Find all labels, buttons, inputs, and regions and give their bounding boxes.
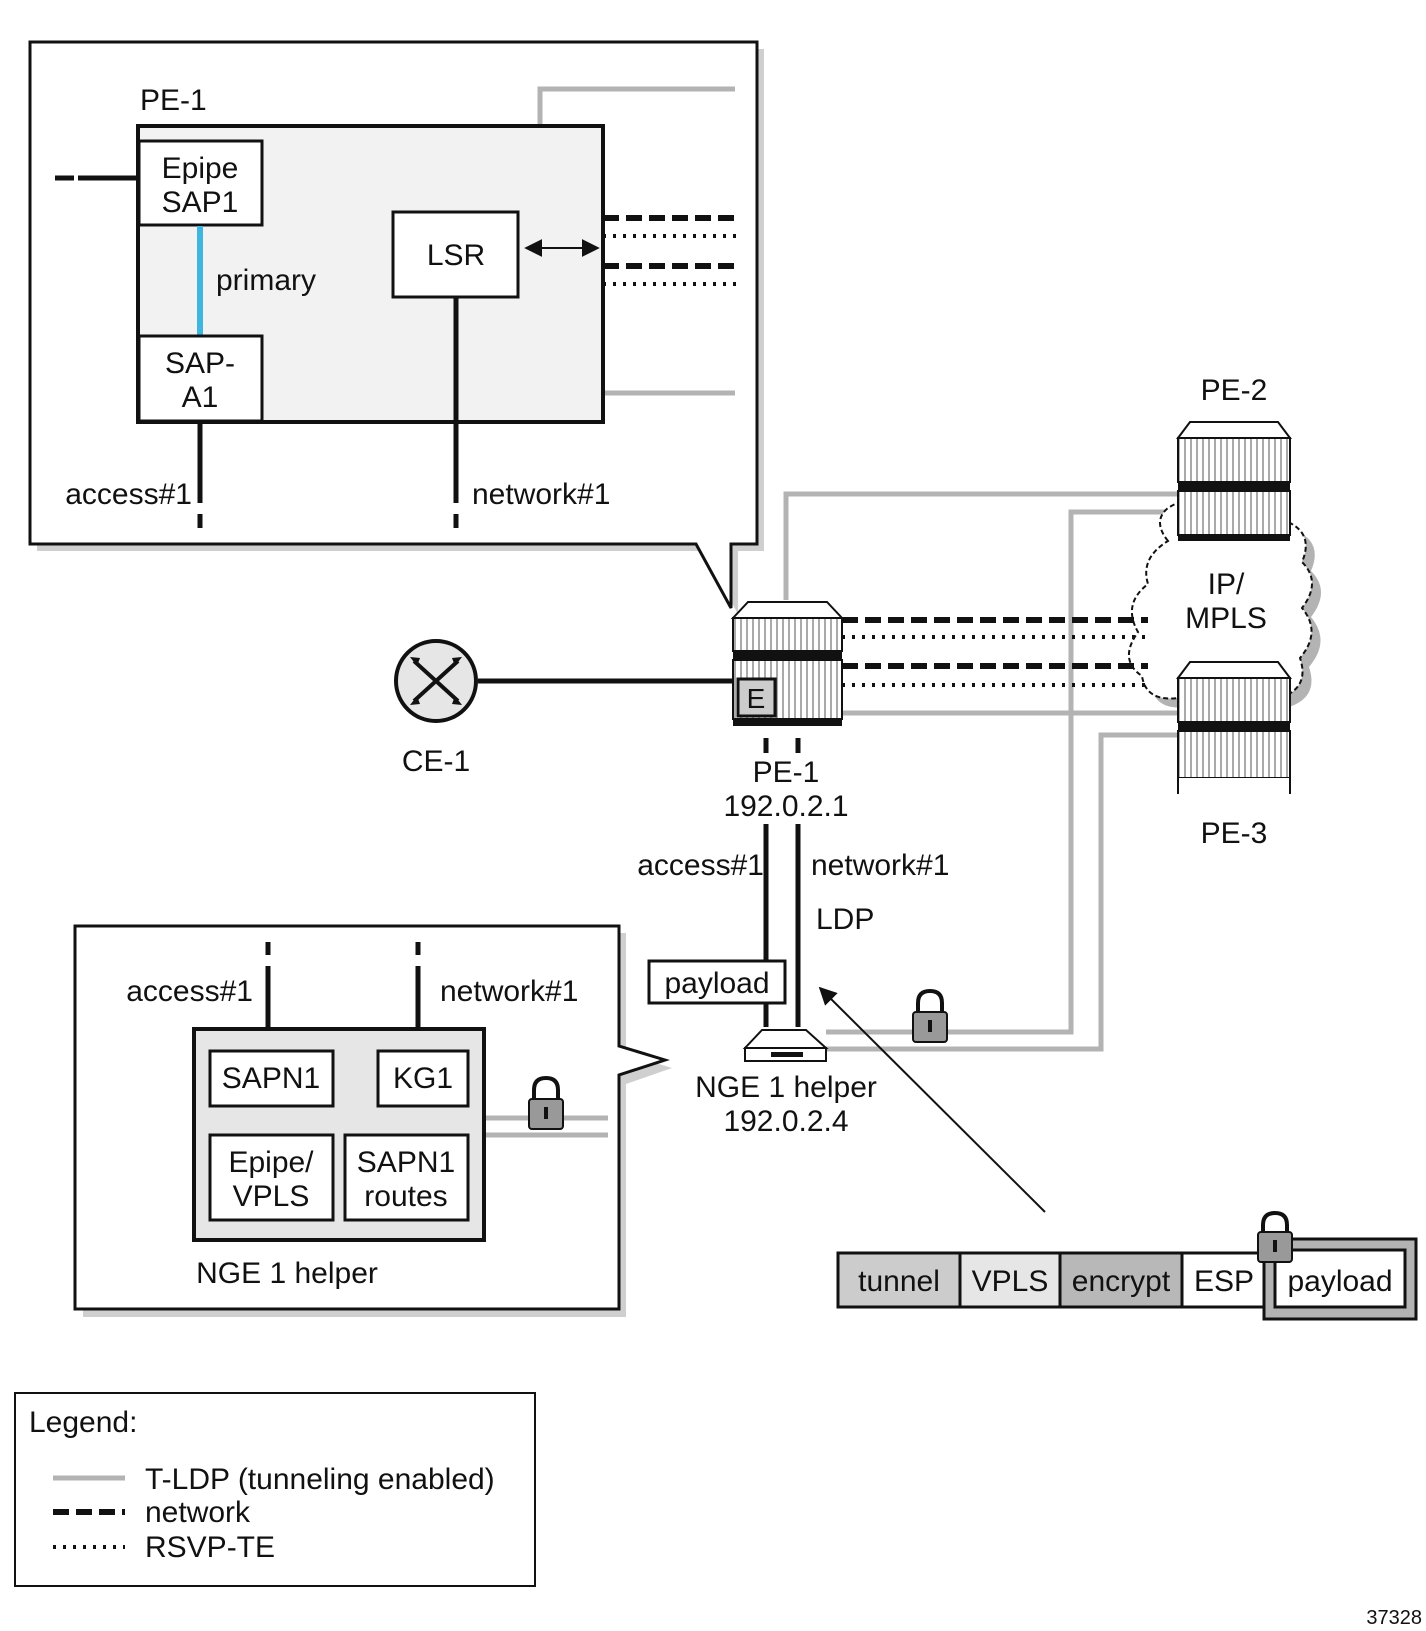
ldp-label: LDP (816, 903, 874, 936)
pe1-router: E (730, 601, 845, 726)
tldp-line (537, 86, 735, 126)
access-label: access#1 (126, 975, 253, 1008)
access-label: access#1 (637, 849, 764, 882)
figure-id: 37328 (1366, 1607, 1422, 1629)
legend-item-label: T-LDP (tunneling enabled) (145, 1463, 495, 1496)
epipe-vpls-label: Epipe/ (228, 1146, 314, 1179)
kg1-box (376, 1049, 470, 1108)
lock-icon (528, 1075, 564, 1130)
epipe-sap1-label: Epipe (162, 152, 239, 185)
nge-title: NGE 1 helper (196, 1257, 378, 1290)
edge-badge (736, 677, 777, 718)
kg1-label: KG1 (393, 1062, 453, 1095)
epipe-sap1-box (137, 139, 264, 227)
sapn1-box (208, 1049, 335, 1108)
legend: Legend: T-LDP (tunneling enabled) networ… (14, 1392, 536, 1587)
pe2-label: PE-2 (1201, 374, 1268, 407)
payload-label: payload (664, 967, 769, 1000)
sap-a1-box (137, 334, 264, 423)
legend-item-label: network (145, 1496, 251, 1529)
nge-zoom-callout: access#1 network#1 SAPN1 KG1 Epipe/ VPLS… (73, 924, 672, 1317)
epipe-vpls-box (208, 1133, 335, 1222)
edge-badge-label: E (747, 683, 766, 714)
packet-field-label: encrypt (1072, 1265, 1171, 1298)
network-label: network#1 (811, 849, 949, 882)
lock-icon (912, 988, 948, 1043)
pe1-ip: 192.0.2.1 (723, 790, 848, 823)
sapn1-routes-label: SAPN1 (357, 1146, 455, 1179)
packet-pointer-arrow (818, 986, 1046, 1213)
packet-field-encrypt (1058, 1251, 1184, 1309)
sapn1-routes-box (343, 1133, 470, 1222)
packet-format: tunnel VPLS encrypt ESP payload (836, 1210, 1418, 1321)
legend-item-label: RSVP-TE (145, 1531, 275, 1564)
access-label: access#1 (65, 478, 192, 511)
pe1-title: PE-1 (140, 84, 207, 117)
sap-a1-label: SAP- (165, 347, 235, 380)
lsr-label: LSR (427, 239, 485, 272)
legend-title: Legend: (29, 1406, 137, 1439)
packet-field-label: ESP (1194, 1265, 1254, 1298)
payload-box (647, 959, 787, 1005)
epipe-vpls-label: VPLS (233, 1180, 310, 1213)
tldp-pe1-pe2 (783, 491, 1178, 600)
network-label: network#1 (440, 975, 578, 1008)
primary-label: primary (216, 264, 316, 297)
nge-ip: 192.0.2.4 (723, 1105, 848, 1138)
packet-field-label: payload (1287, 1265, 1392, 1298)
sapn1-label: SAPN1 (222, 1062, 320, 1095)
legend-box (14, 1392, 536, 1587)
network-label: network#1 (472, 478, 610, 511)
nge-helper-device (742, 1029, 829, 1062)
packet-field-tunnel (836, 1251, 962, 1309)
packet-field-esp (1180, 1251, 1269, 1309)
cloud-label: IP/ (1208, 568, 1245, 601)
epipe-sap1-label: SAP1 (162, 186, 239, 219)
packet-field-label: tunnel (858, 1265, 940, 1298)
cloud-label: MPLS (1185, 602, 1267, 635)
pe3-router (1176, 661, 1292, 794)
sapn1-routes-label: routes (364, 1180, 447, 1213)
packet-field-payload (1273, 1248, 1407, 1309)
tldp-nge-pe3 (826, 732, 1178, 1052)
lock-icon (1257, 1210, 1293, 1263)
nge-label: NGE 1 helper (695, 1071, 877, 1104)
packet-field-label: VPLS (972, 1265, 1049, 1298)
pe2-router (1176, 421, 1292, 541)
network-topology: IP/ MPLS PE-2 PE-3 (394, 374, 1321, 1213)
sap-a1-label: A1 (182, 381, 219, 414)
ce1-router-icon (394, 639, 478, 723)
pe1-zoom-callout: PE-1 Epipe SAP1 primary SAP- A1 LSR acce… (28, 40, 764, 614)
pe1-label: PE-1 (753, 756, 820, 789)
tldp-nge-pe2 (826, 509, 1178, 1035)
ce1-label: CE-1 (402, 745, 470, 778)
pe3-label: PE-3 (1201, 817, 1268, 850)
